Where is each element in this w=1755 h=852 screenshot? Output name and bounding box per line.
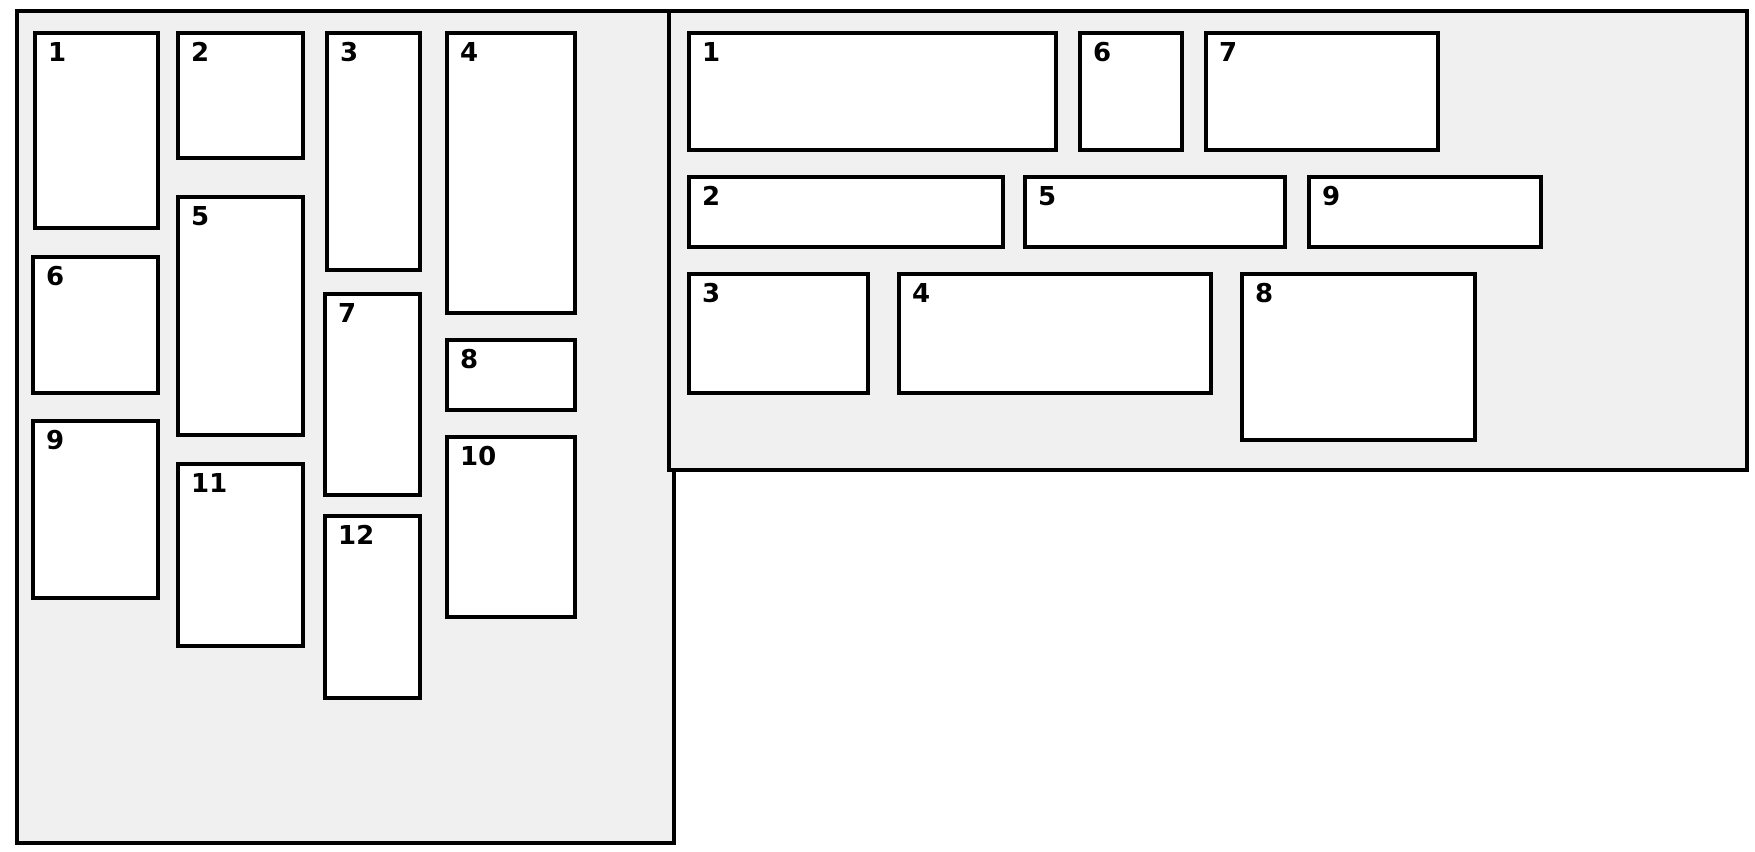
- layout-box-2[interactable]: 2: [176, 31, 305, 160]
- layout-box-5[interactable]: 5: [1023, 175, 1287, 249]
- layout-box-8[interactable]: 8: [445, 338, 577, 412]
- layout-box-label: 11: [191, 469, 228, 499]
- layout-box-label: 5: [1038, 182, 1057, 212]
- layout-box-label: 9: [1322, 182, 1341, 212]
- layout-box-5[interactable]: 5: [176, 195, 305, 437]
- layout-box-1[interactable]: 1: [33, 31, 160, 230]
- layout-box-label: 1: [702, 38, 721, 68]
- layout-box-label: 3: [340, 38, 359, 68]
- layout-box-label: 2: [191, 38, 210, 68]
- layout-box-3[interactable]: 3: [687, 272, 870, 395]
- layout-box-2[interactable]: 2: [687, 175, 1005, 249]
- layout-box-label: 8: [460, 345, 479, 375]
- layout-box-label: 6: [1093, 38, 1112, 68]
- layout-box-4[interactable]: 4: [445, 31, 577, 315]
- layout-box-label: 6: [46, 262, 65, 292]
- layout-box-label: 2: [702, 182, 721, 212]
- right-layout-panel: 1 6 7 2 5 9 3 4 8: [667, 9, 1749, 472]
- layout-box-7[interactable]: 7: [1204, 31, 1440, 152]
- layout-box-10[interactable]: 10: [445, 435, 577, 619]
- layout-box-label: 12: [338, 521, 375, 551]
- layout-box-6[interactable]: 6: [1078, 31, 1184, 152]
- layout-box-label: 10: [460, 442, 497, 472]
- layout-box-label: 7: [1219, 38, 1238, 68]
- layout-box-label: 4: [912, 279, 931, 309]
- layout-box-label: 9: [46, 426, 65, 456]
- layout-box-12[interactable]: 12: [323, 514, 422, 700]
- layout-box-1[interactable]: 1: [687, 31, 1058, 152]
- layout-box-label: 4: [460, 38, 479, 68]
- layout-box-label: 8: [1255, 279, 1274, 309]
- layout-box-6[interactable]: 6: [31, 255, 160, 395]
- layout-box-label: 7: [338, 299, 357, 329]
- layout-box-11[interactable]: 11: [176, 462, 305, 648]
- layout-box-label: 5: [191, 202, 210, 232]
- layout-box-7[interactable]: 7: [323, 292, 422, 497]
- layout-box-8[interactable]: 8: [1240, 272, 1477, 442]
- layout-box-4[interactable]: 4: [897, 272, 1213, 395]
- layout-box-label: 3: [702, 279, 721, 309]
- layout-box-label: 1: [48, 38, 67, 68]
- layout-box-9[interactable]: 9: [1307, 175, 1543, 249]
- layout-box-3[interactable]: 3: [325, 31, 422, 272]
- layout-box-9[interactable]: 9: [31, 419, 160, 600]
